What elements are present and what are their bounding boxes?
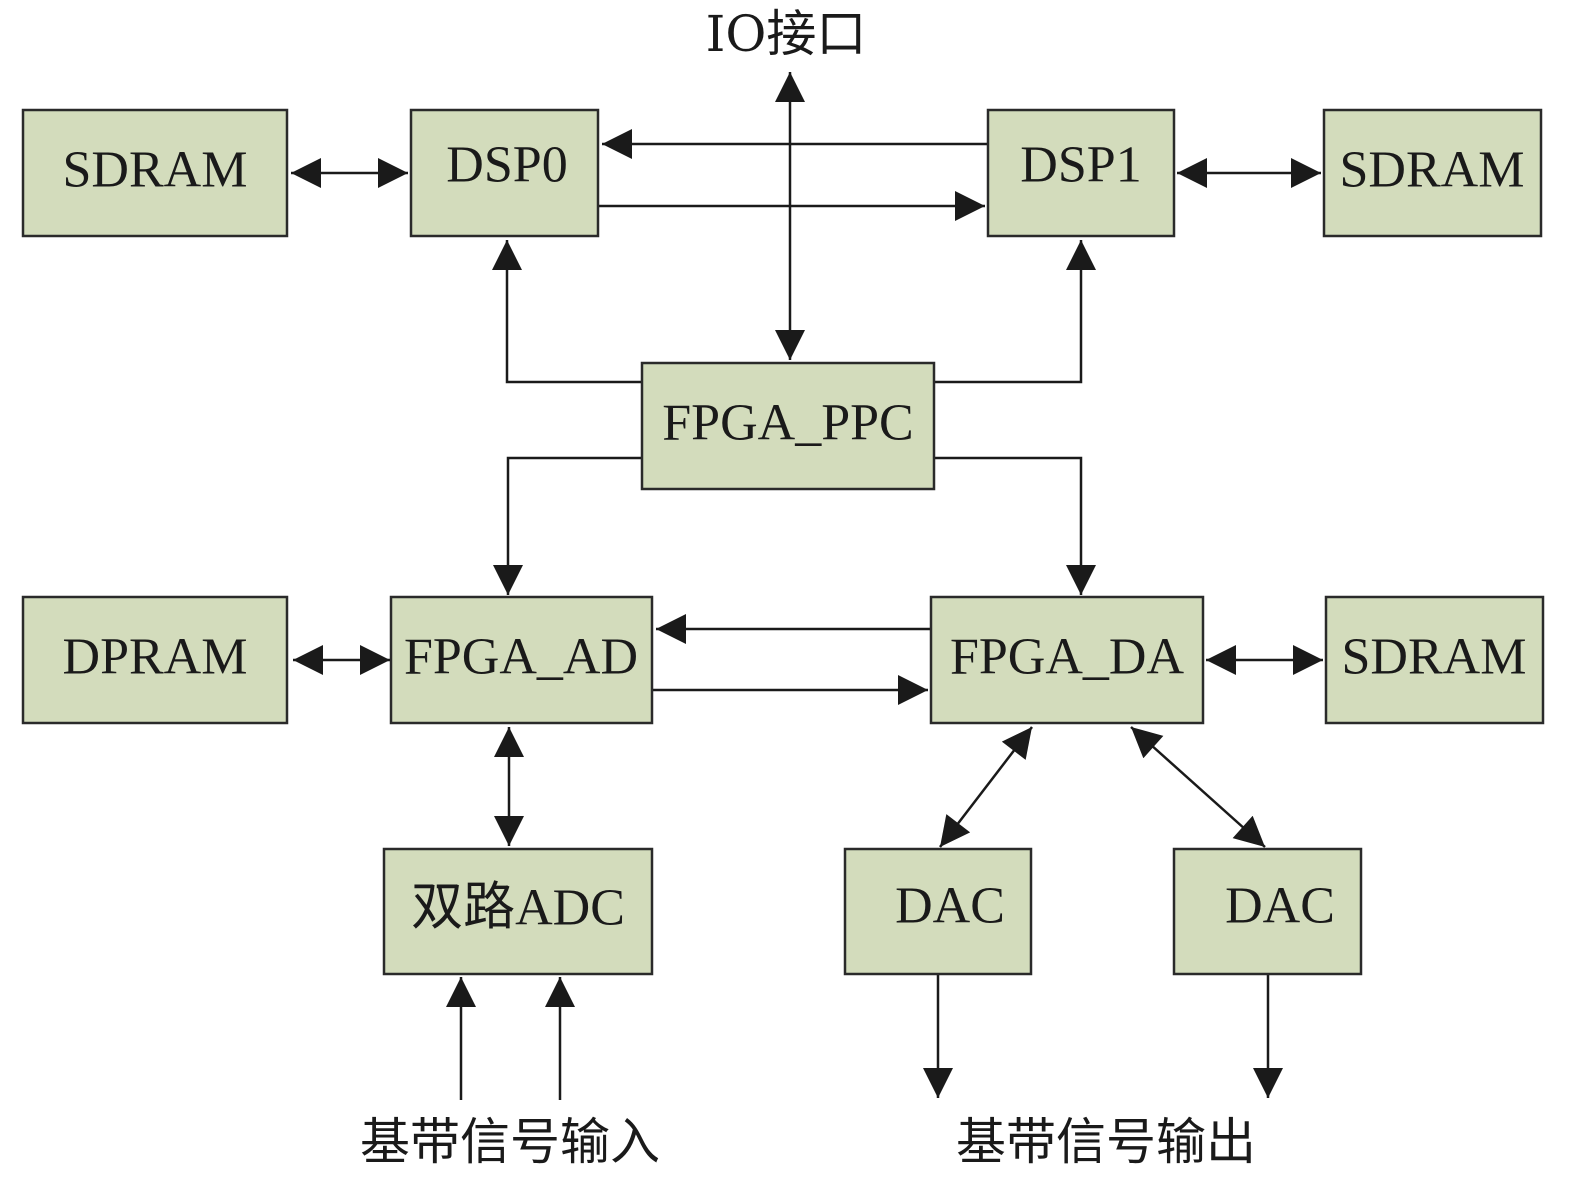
baseband-input-label: 基带信号输入 [360, 1113, 660, 1171]
block-sdram-right-label: SDRAM [1340, 142, 1525, 199]
link-fpga-da-dac-right [1130, 726, 1266, 848]
link-fpga-ppc-to-dsp1 [934, 240, 1096, 384]
block-dac-left-label: DAC [895, 878, 1005, 935]
link-fpga-da-dac-left [939, 726, 1033, 848]
block-dsp1-label: DSP1 [1020, 137, 1141, 194]
block-sdram-da-label: SDRAM [1342, 629, 1527, 686]
block-dac-right-label: DAC [1225, 878, 1335, 935]
block-fpga-da-label: FPGA_DA [950, 629, 1184, 686]
block-dac-left: DAC [843, 847, 1033, 976]
block-sdram-right: SDRAM [1322, 108, 1543, 238]
block-fpga-ppc-label: FPGA_PPC [662, 395, 913, 452]
block-sdram-left: SDRAM [21, 108, 289, 238]
io-interface-label: IO接口 [706, 5, 867, 63]
block-dual-adc-label: 双路ADC [411, 880, 625, 937]
link-fpga-ppc-to-fpga-da [934, 456, 1096, 595]
block-fpga-ad-label: FPGA_AD [404, 629, 638, 686]
block-fpga-da: FPGA_DA [929, 595, 1205, 725]
link-fpga-ppc-to-fpga-ad [493, 456, 642, 595]
baseband-output-label: 基带信号输出 [956, 1113, 1256, 1171]
block-dsp0: DSP0 [409, 108, 600, 238]
block-dpram: DPRAM [21, 595, 289, 725]
block-dac-right: DAC [1172, 847, 1363, 976]
block-fpga-ppc: FPGA_PPC [640, 361, 936, 491]
block-dsp0-label: DSP0 [446, 137, 567, 194]
block-fpga-ad: FPGA_AD [389, 595, 654, 725]
block-dual-adc: 双路ADC [382, 847, 654, 976]
block-sdram-left-label: SDRAM [63, 142, 248, 199]
block-dpram-label: DPRAM [63, 629, 248, 686]
block-dsp1: DSP1 [986, 108, 1176, 238]
connections [291, 72, 1323, 1100]
block-sdram-da: SDRAM [1324, 595, 1545, 725]
link-fpga-ppc-to-dsp0 [492, 240, 642, 384]
